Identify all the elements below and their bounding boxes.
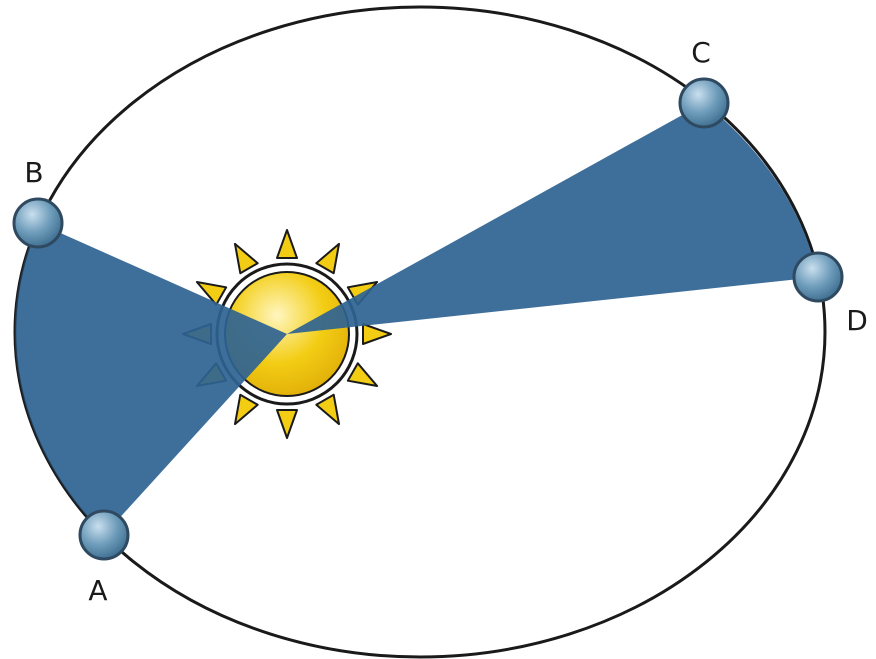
label-d: D (846, 304, 868, 337)
planet-c (680, 79, 728, 127)
sun-ray (316, 244, 339, 273)
sun-ray (277, 230, 297, 258)
label-c: C (691, 36, 711, 69)
sun-ray (235, 395, 258, 424)
sun-ray (363, 324, 391, 344)
sector-c-d (287, 103, 818, 334)
label-b: B (24, 156, 43, 189)
label-a: A (88, 574, 107, 607)
planet-b (14, 199, 62, 247)
sun-ray (235, 244, 258, 273)
planet-a (80, 511, 128, 559)
sun-ray (277, 410, 297, 438)
planet-d (794, 253, 842, 301)
sun-ray (348, 363, 377, 386)
sun-ray (316, 395, 339, 424)
